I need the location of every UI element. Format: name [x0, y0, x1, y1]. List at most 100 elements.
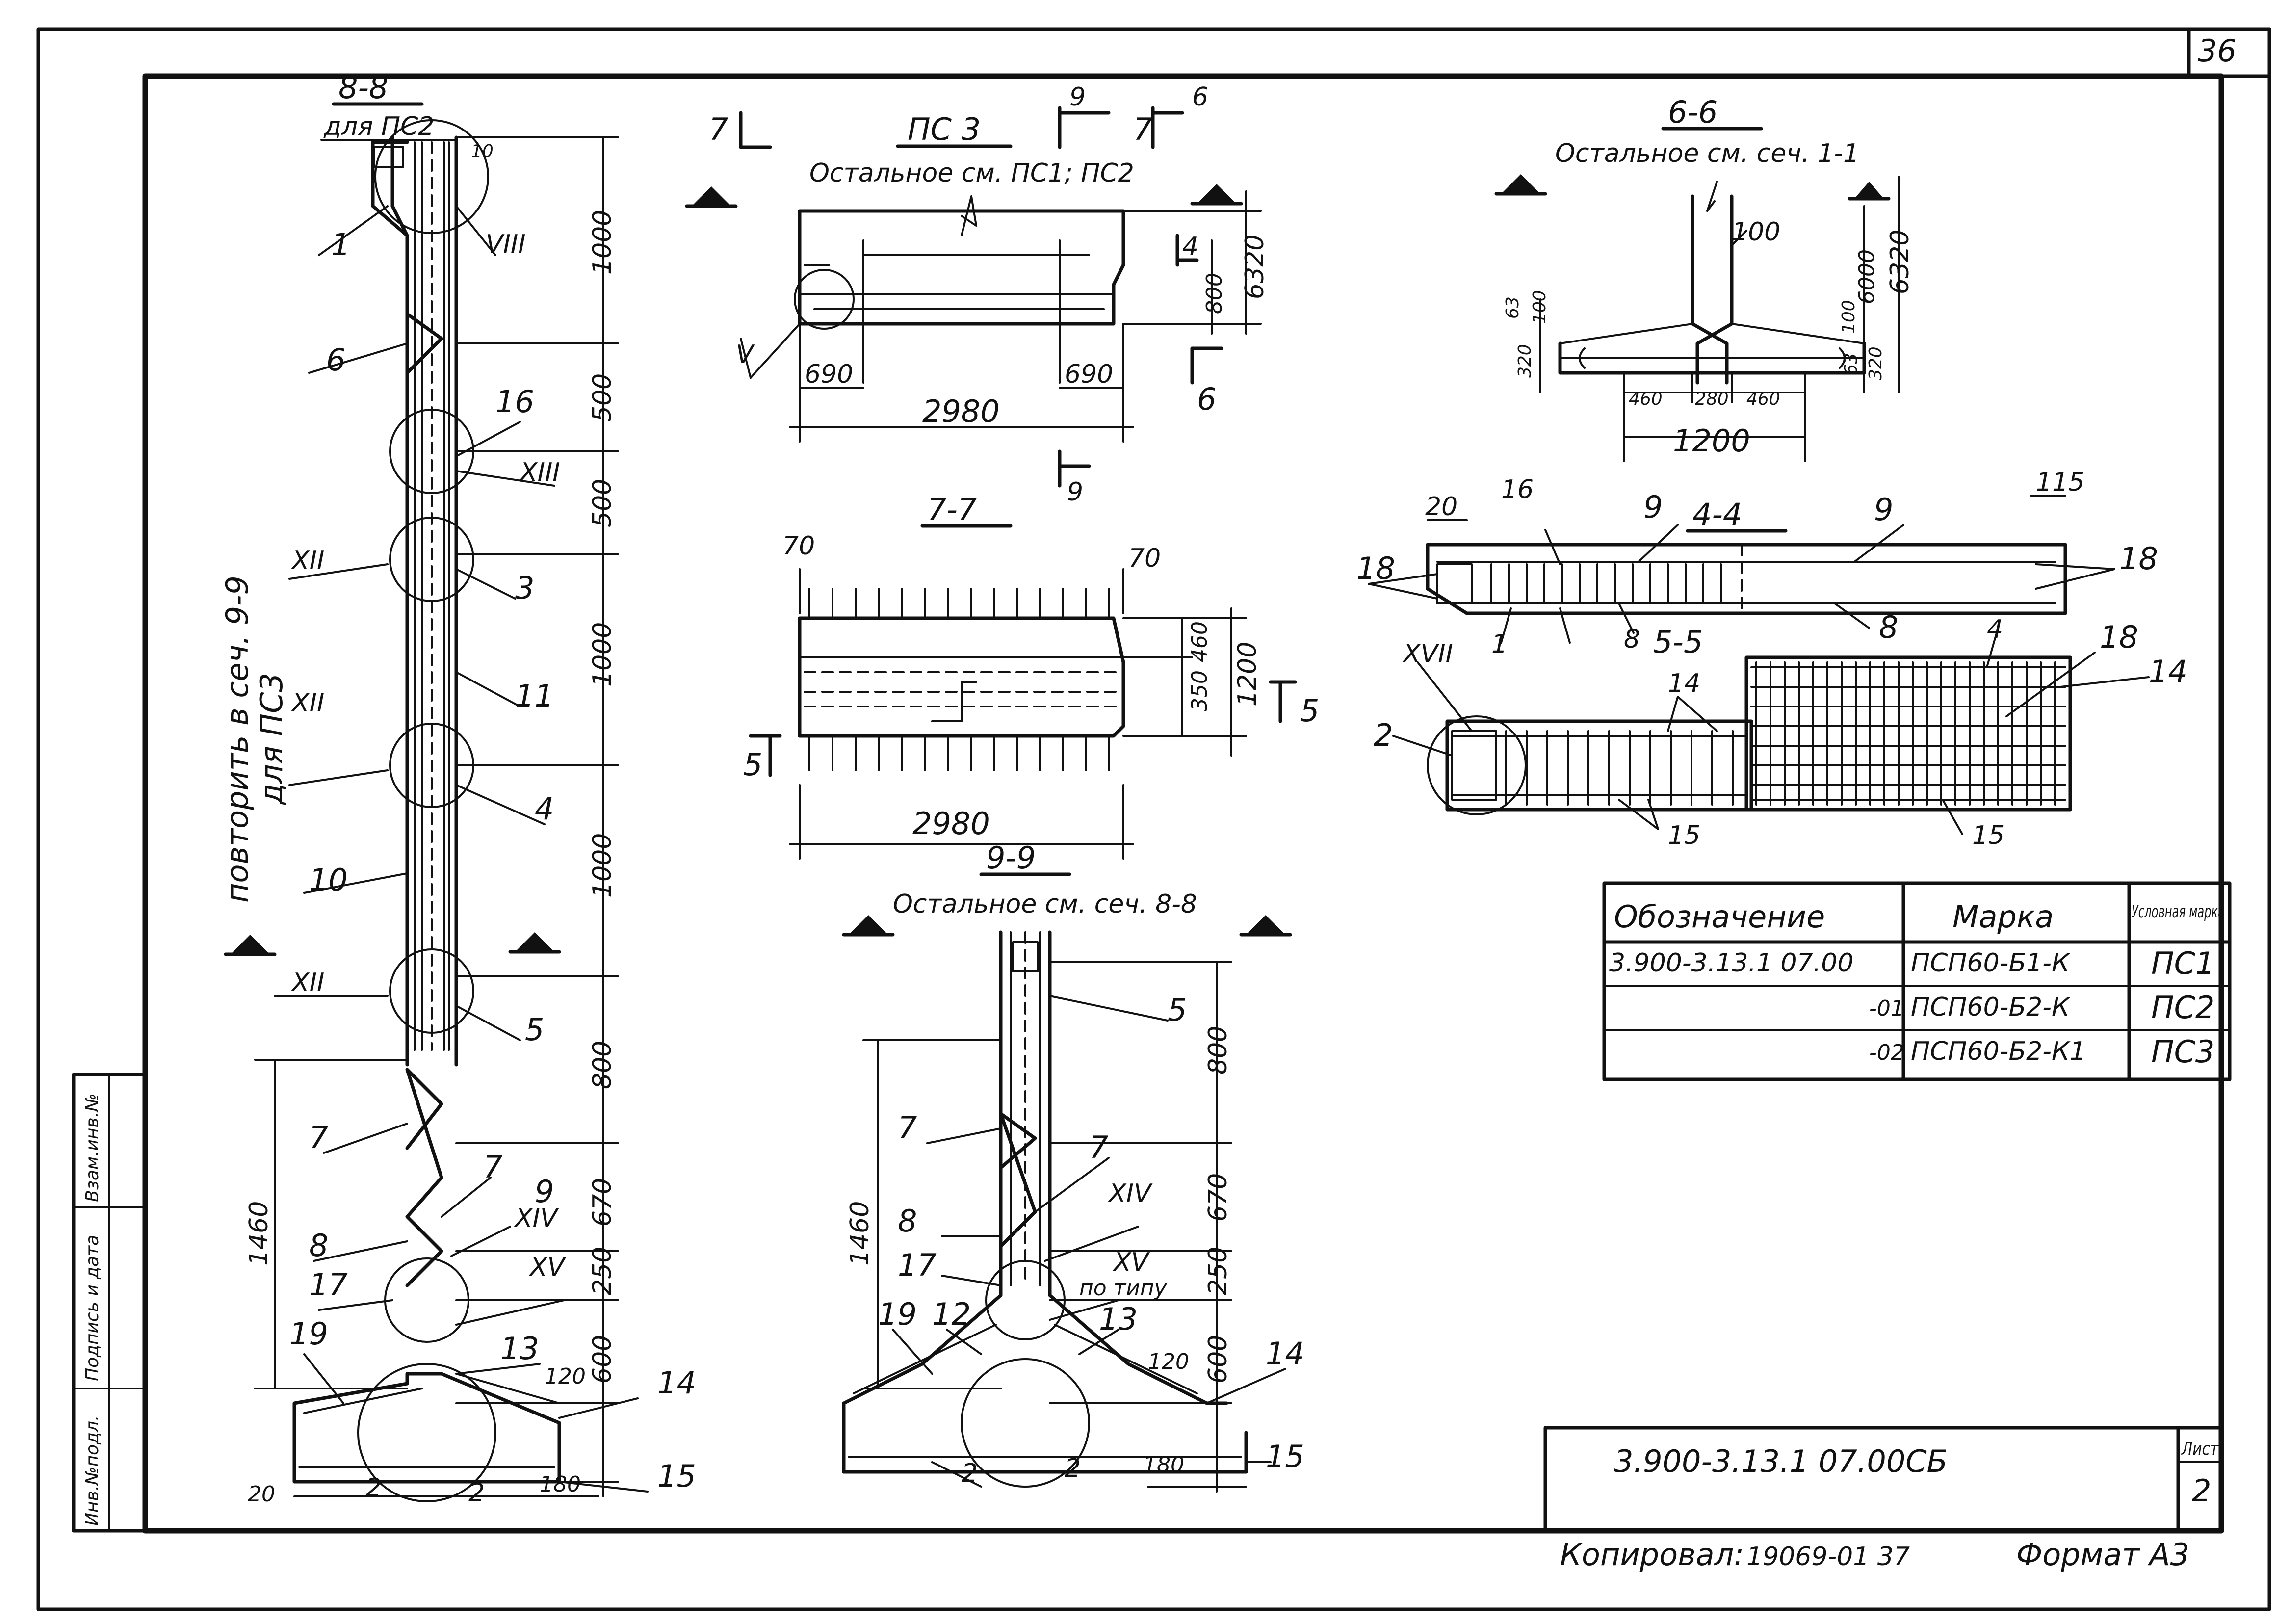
section-4-4: 4-4 — [1426, 497, 2067, 615]
s77-dim-70b: 70 — [1128, 544, 1161, 573]
left-label-13: 13 — [500, 1331, 539, 1366]
left-dim-20: 20 — [248, 1482, 275, 1507]
s77-dim-350: 350 — [1187, 670, 1212, 711]
left-label-6: 6 — [326, 342, 345, 378]
left-dim-600: 600 — [588, 1335, 617, 1384]
s66-title: 6-6 — [1668, 94, 1718, 130]
left-label-10: 10 — [309, 862, 348, 898]
s44-label-15b: 15 — [1972, 821, 2004, 850]
stamp-replace: Взам.инв.№ — [82, 1093, 103, 1202]
title-sheet-label: Лист — [2181, 1439, 2218, 1459]
section-8-8: 8-8 для ПС2 — [254, 70, 619, 1502]
s44-label-14b: 14 — [2149, 654, 2187, 689]
footer-copied-no: 19069-01 37 — [1746, 1542, 1910, 1572]
s55-grid — [1505, 661, 2066, 806]
section-7-7-dims — [749, 568, 1297, 860]
s99-label-5: 5 — [1168, 992, 1187, 1028]
table-row-3-code: -02 — [1869, 1040, 1904, 1065]
left-label-19: 19 — [289, 1316, 328, 1352]
left-dim-500a: 500 — [588, 373, 617, 422]
section-4-4-leaders — [1368, 495, 2115, 644]
s99-dim-1460: 1460 — [845, 1201, 875, 1266]
s77-cut-5a: 5 — [1300, 693, 1319, 729]
s44-label-1: 1 — [1491, 629, 1508, 659]
s66-dim-320a: 320 — [1515, 344, 1535, 378]
ps3-dim-690b: 690 — [1065, 360, 1113, 389]
ps3-dim-800: 800 — [1202, 273, 1227, 314]
s66-dim-6000: 6000 — [1854, 249, 1879, 304]
table-row-2-mark: ПСП60-Б2-К — [1911, 993, 2071, 1022]
left-label-7b: 7 — [483, 1149, 502, 1185]
left-label-5: 5 — [525, 1012, 544, 1048]
ps3-note: Остальное см. ПС1; ПС2 — [809, 158, 1134, 188]
s66-dim-100c: 100 — [1839, 300, 1859, 334]
ps3-cut-9b: 9 — [1067, 477, 1083, 507]
s77-rebar-ticks — [808, 588, 1110, 771]
left-label-4: 4 — [535, 791, 554, 827]
left-label-xiv: XIV — [514, 1204, 559, 1233]
ps3-dim-690a: 690 — [805, 360, 853, 389]
s44-label-14a: 14 — [1668, 669, 1700, 698]
s55-title: 5-5 — [1653, 624, 1703, 660]
s66-dim-280: 280 — [1695, 389, 1729, 409]
sheet-frame — [36, 27, 2271, 1611]
s99-label-xv: XV — [1112, 1248, 1150, 1277]
left-label-9: 9 — [535, 1174, 554, 1209]
s99-dim-670: 670 — [1203, 1173, 1233, 1222]
s99-dim-250: 250 — [1203, 1247, 1233, 1295]
s99-label-po-tipu: по типу — [1079, 1276, 1168, 1301]
section-6-6: 6-6 Остальное см. сеч. 1-1 — [1494, 94, 1900, 462]
s66-dim-63a: 63 — [1503, 296, 1523, 319]
left-label-14: 14 — [657, 1365, 696, 1401]
left-label-2b: 2 — [468, 1478, 485, 1508]
s99-label-14: 14 — [1266, 1336, 1304, 1371]
s44-label-8b: 8 — [1624, 625, 1640, 654]
table-row-1-mark: ПСП60-Б1-К — [1911, 948, 2071, 978]
s77-dim-460: 460 — [1187, 621, 1212, 662]
left-label-xii-a: XII — [290, 546, 324, 576]
table-header-designation: Обозначение — [1614, 899, 1825, 935]
stamp-inv: Инв.№подл. — [82, 1415, 103, 1526]
ps3-cut-7a: 7 — [709, 111, 728, 147]
left-dim-500b: 500 — [588, 479, 617, 527]
footer-copied: Копировал: — [1560, 1537, 1744, 1572]
left-label-15: 15 — [657, 1458, 696, 1494]
ps3-cut-9a: 9 — [1069, 82, 1086, 112]
s88-repeat-note-2: для ПС3 — [254, 673, 289, 805]
left-dim-670: 670 — [588, 1178, 617, 1227]
s66-dim-460b: 460 — [1746, 389, 1780, 409]
left-label-xii-b: XII — [290, 688, 324, 718]
s44-label-115: 115 — [2036, 468, 2084, 497]
title-block — [1543, 1426, 2223, 1533]
s88-note: для ПС2 — [323, 112, 435, 141]
left-dim-10: 10 — [471, 141, 494, 161]
table-header-cond-mark: Условная марка — [2132, 902, 2225, 922]
s44-label-18b: 18 — [2119, 541, 2158, 576]
s99-dim-180: 180 — [1143, 1452, 1184, 1477]
left-label-1: 1 — [331, 227, 350, 262]
left-dim-1000c: 1000 — [588, 833, 617, 898]
ps3-cut-6a: 6 — [1192, 82, 1208, 112]
table-row-3-cond: ПС3 — [2151, 1034, 2214, 1070]
left-label-8: 8 — [309, 1228, 328, 1263]
section-5-5 — [1427, 655, 2072, 815]
s66-dim-100b: 100 — [1530, 290, 1550, 324]
left-dim-800: 800 — [588, 1041, 617, 1089]
section-9-9: 9-9 Остальное см. сеч. 8-8 — [842, 840, 1292, 1493]
s99-label-xiv: XIV — [1107, 1179, 1153, 1208]
left-label-viii: VIII — [486, 230, 526, 259]
left-dim-250: 250 — [588, 1247, 617, 1295]
left-dim-1000b: 1000 — [588, 622, 617, 687]
marks-table — [1602, 881, 2232, 1081]
ps3-dim-6320: 6320 — [1240, 235, 1270, 299]
s99-dim-800: 800 — [1203, 1026, 1233, 1074]
left-label-xiii: XIII — [519, 458, 560, 487]
s99-title: 9-9 — [986, 840, 1036, 876]
s66-dim-460a: 460 — [1629, 389, 1663, 409]
left-label-2a: 2 — [365, 1473, 382, 1503]
s66-dim-63b: 63 — [1841, 353, 1861, 375]
s99-label-2b: 2 — [1065, 1454, 1081, 1483]
s99-label-17: 17 — [898, 1247, 937, 1283]
s44-title: 4-4 — [1692, 497, 1742, 532]
s44-label-15a: 15 — [1668, 821, 1700, 850]
